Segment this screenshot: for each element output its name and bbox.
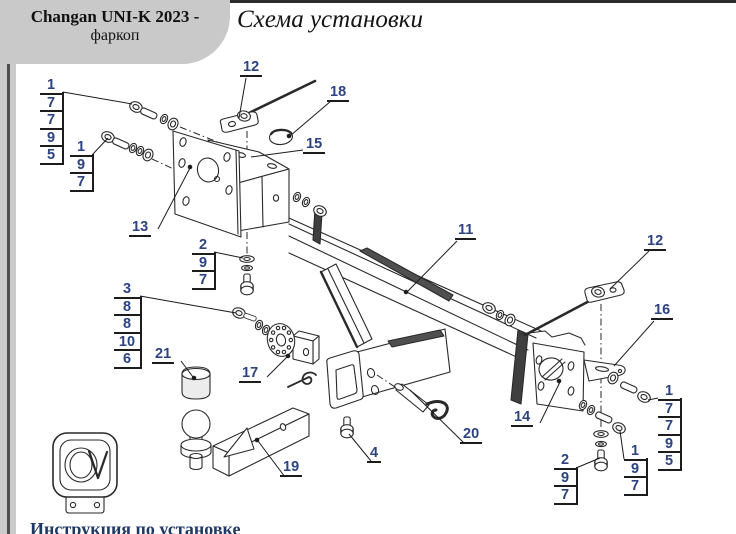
callout-19: 19 [280, 459, 303, 477]
right-bracket-drawing [520, 330, 626, 412]
cap-drawing [268, 128, 294, 146]
ballmount-drawing [180, 366, 310, 477]
callout-18: 18 [327, 84, 350, 102]
safety-clip-drawing [287, 371, 317, 388]
page-edge-line [7, 0, 10, 534]
callout-11: 11 [455, 222, 477, 240]
flange-drawing [266, 323, 320, 365]
callout-12-right: 12 [644, 233, 667, 251]
page-title: Схема установки [237, 6, 423, 33]
left-bracket-plate-drawing [172, 130, 242, 238]
footer-caption: Инструкция по установке [30, 519, 241, 534]
callout-21: 21 [152, 346, 175, 364]
crossbeam-drawing [288, 217, 542, 405]
leader-lines [62, 77, 659, 478]
receiver-drawing [319, 263, 451, 409]
callout-4: 4 [367, 445, 382, 463]
model-title-line1: Changan UNI-K 2023 - [30, 7, 200, 26]
callout-14: 14 [511, 409, 534, 427]
callout-15: 15 [303, 136, 326, 154]
stud-bracket-left-drawing [219, 79, 317, 133]
stud-bracket-right-drawing [523, 281, 625, 337]
socket-plate-drawing [52, 432, 118, 514]
top-rule [228, 0, 736, 3]
callout-20: 20 [460, 426, 483, 444]
callout-16: 16 [651, 302, 674, 320]
callout-12-left: 12 [240, 59, 263, 77]
callout-13: 13 [129, 219, 152, 237]
model-tab: Changan UNI-K 2023 - фаркоп [0, 0, 230, 64]
model-title-line2: фаркоп [90, 27, 140, 44]
callout-17: 17 [239, 365, 262, 383]
